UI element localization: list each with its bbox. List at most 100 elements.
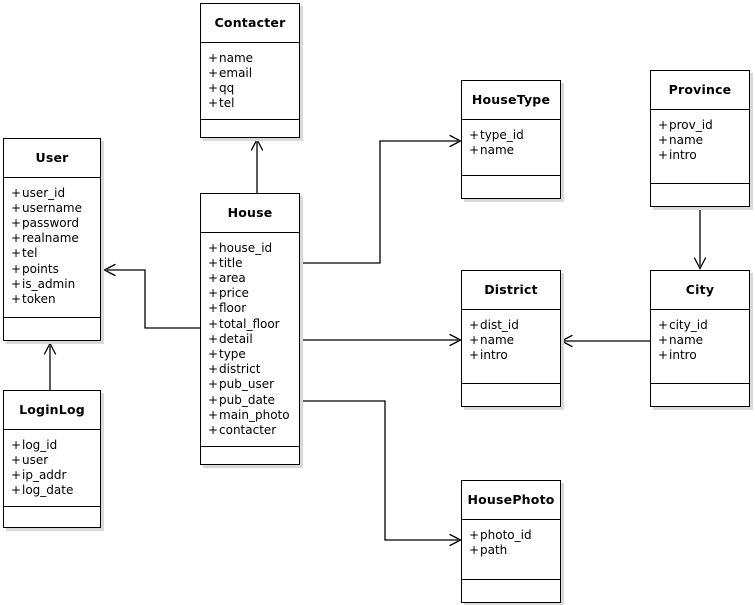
attribute-name: detail: [219, 331, 253, 346]
class-title-district: District: [462, 271, 560, 310]
class-box-loginlog[interactable]: LoginLog +log_id +user +ip_addr +log_dat…: [3, 390, 101, 528]
attribute-name: price: [219, 286, 249, 301]
attribute-row: +log_id: [11, 438, 100, 453]
attribute-row: +intro: [658, 348, 749, 363]
attribute-name: intro: [669, 147, 697, 162]
class-box-user[interactable]: User +user_id +username +password +realn…: [3, 138, 101, 341]
attribute-name: prov_id: [669, 117, 713, 132]
attribute-name: house_id: [219, 240, 273, 255]
attribute-name: user: [22, 452, 49, 467]
attribute-row: +name: [208, 51, 299, 66]
visibility-symbol: +: [208, 377, 219, 392]
attribute-row: +log_date: [11, 483, 100, 498]
visibility-symbol: +: [208, 65, 219, 80]
class-title-user: User: [4, 139, 100, 178]
class-attributes-house: +house_id +title +area +price +floor +to…: [201, 233, 299, 448]
class-title-housetype: HouseType: [462, 81, 560, 120]
attribute-name: email: [219, 65, 253, 80]
attribute-name: main_photo: [219, 407, 290, 422]
class-box-housetype[interactable]: HouseType +type_id +name: [461, 80, 561, 199]
visibility-symbol: +: [11, 246, 22, 261]
class-attributes-housephoto: +photo_id +path: [462, 520, 560, 580]
visibility-symbol: +: [658, 347, 669, 362]
attribute-row: +password: [11, 216, 100, 231]
class-operations-housetype: [462, 176, 560, 198]
visibility-symbol: +: [11, 215, 22, 230]
attribute-name: token: [22, 291, 56, 306]
attribute-name: name: [219, 50, 254, 65]
attribute-row: +ip_addr: [11, 468, 100, 483]
visibility-symbol: +: [469, 527, 480, 542]
attribute-row: +user_id: [11, 186, 100, 201]
attribute-row: +username: [11, 201, 100, 216]
class-operations-housephoto: [462, 580, 560, 602]
attribute-row: +pub_user: [208, 377, 299, 392]
attribute-row: +name: [658, 333, 749, 348]
attribute-name: tel: [22, 246, 38, 261]
class-box-district[interactable]: District +dist_id +name +intro: [461, 270, 561, 407]
visibility-symbol: +: [208, 255, 219, 270]
attribute-name: name: [480, 142, 515, 157]
visibility-symbol: +: [208, 286, 219, 301]
visibility-symbol: +: [11, 200, 22, 215]
edge-house-housetype[interactable]: [300, 134, 462, 264]
visibility-symbol: +: [208, 301, 219, 316]
attribute-name: log_date: [22, 483, 74, 498]
attribute-row: +email: [208, 66, 299, 81]
visibility-symbol: +: [208, 96, 219, 111]
attribute-row: +house_id: [208, 241, 299, 256]
edge-loginlog-user[interactable]: [43, 342, 57, 391]
attribute-name: qq: [219, 80, 235, 95]
edge-city-district[interactable]: [560, 334, 651, 348]
attribute-row: +name: [658, 133, 749, 148]
visibility-symbol: +: [11, 291, 22, 306]
attribute-row: +main_photo: [208, 408, 299, 423]
class-box-housephoto[interactable]: HousePhoto +photo_id +path: [461, 480, 561, 603]
class-box-contacter[interactable]: Contacter +name +email +qq +tel: [200, 3, 300, 138]
class-attributes-user: +user_id +username +password +realname +…: [4, 178, 100, 318]
visibility-symbol: +: [208, 422, 219, 437]
edge-province-city[interactable]: [693, 207, 707, 270]
edge-house-user[interactable]: [103, 263, 201, 329]
attribute-row: +qq: [208, 81, 299, 96]
visibility-symbol: +: [469, 332, 480, 347]
attribute-name: intro: [669, 347, 697, 362]
visibility-symbol: +: [11, 231, 22, 246]
attribute-row: +district: [208, 362, 299, 377]
attribute-row: +area: [208, 271, 299, 286]
class-operations-house: [201, 447, 299, 469]
visibility-symbol: +: [658, 317, 669, 332]
attribute-name: name: [669, 132, 704, 147]
visibility-symbol: +: [658, 147, 669, 162]
edge-house-housephoto[interactable]: [300, 400, 462, 547]
attribute-row: +path: [469, 543, 560, 558]
attribute-name: city_id: [669, 317, 708, 332]
attribute-name: dist_id: [480, 317, 519, 332]
attribute-name: contacter: [219, 422, 277, 437]
class-attributes-housetype: +type_id +name: [462, 120, 560, 176]
attribute-name: ip_addr: [22, 467, 67, 482]
attribute-name: pub_date: [219, 392, 275, 407]
class-operations-contacter: [201, 120, 299, 142]
attribute-row: +detail: [208, 332, 299, 347]
class-box-province[interactable]: Province +prov_id +name +intro: [650, 70, 750, 207]
visibility-symbol: +: [658, 117, 669, 132]
edge-house-district[interactable]: [300, 333, 462, 347]
class-title-housephoto: HousePhoto: [462, 481, 560, 520]
class-box-house[interactable]: House +house_id +title +area +price +flo…: [200, 193, 300, 465]
attribute-row: +realname: [11, 231, 100, 246]
visibility-symbol: +: [658, 332, 669, 347]
visibility-symbol: +: [208, 346, 219, 361]
class-box-city[interactable]: City +city_id +name +intro: [650, 270, 750, 407]
attribute-row: +pub_date: [208, 393, 299, 408]
edge-house-contacter[interactable]: [250, 138, 264, 194]
visibility-symbol: +: [11, 261, 22, 276]
attribute-row: +contacter: [208, 423, 299, 438]
attribute-row: +intro: [469, 348, 560, 363]
visibility-symbol: +: [11, 185, 22, 200]
class-attributes-contacter: +name +email +qq +tel: [201, 43, 299, 121]
visibility-symbol: +: [208, 362, 219, 377]
attribute-row: +photo_id: [469, 528, 560, 543]
